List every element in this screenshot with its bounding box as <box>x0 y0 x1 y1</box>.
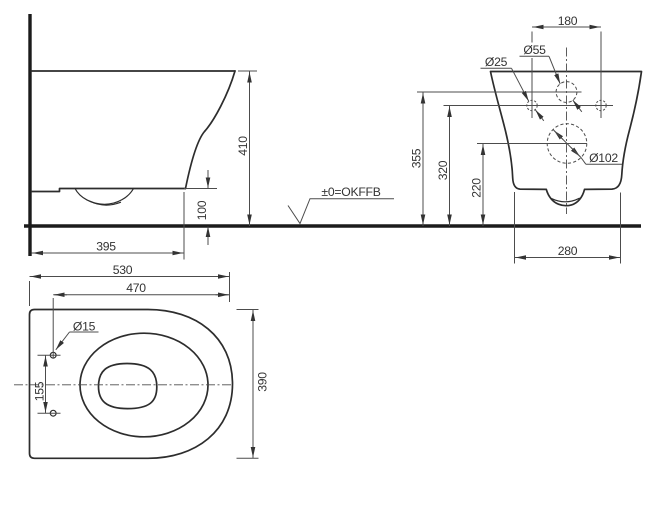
dim-label-length: 530 <box>113 263 133 277</box>
top-view-dimensions: 530 470 390 155 Ø15 <box>29 263 270 459</box>
side-view <box>30 70 236 206</box>
dim-line-102 <box>552 129 582 158</box>
dim-label-rim-height: 100 <box>195 200 209 220</box>
leader-arrow-25-b <box>535 109 545 122</box>
leader-arrow-55-a <box>548 56 561 85</box>
wall-floor-structure <box>24 14 641 256</box>
top-view-outline <box>28 308 234 460</box>
side-bottom-edge <box>30 187 187 193</box>
rear-view-outline <box>489 70 643 207</box>
leader-arrow-15 <box>55 331 70 351</box>
rear-view-dimensions: 180 355 320 220 280 Ø25 Ø <box>410 14 622 264</box>
label-drain-hole-dia: Ø102 <box>589 151 618 165</box>
dim-label-depth: 395 <box>96 240 116 254</box>
dim-label-holes-to-front: 470 <box>126 281 146 295</box>
side-view-dimensions: 410 100 395 <box>31 70 257 260</box>
dim-label-drain-height: 220 <box>470 178 484 198</box>
side-front-profile <box>184 70 236 190</box>
label-supply-hole-dia: Ø55 <box>523 43 546 57</box>
top-view <box>14 308 234 460</box>
leader-arrow-25-a <box>511 68 530 102</box>
datum-symbol <box>287 198 394 225</box>
leader-arrow-55-b <box>572 99 583 113</box>
dim-label-hole-spacing: 180 <box>558 14 578 28</box>
dim-label-height: 410 <box>236 136 250 156</box>
bowl-opening-outline <box>97 362 158 410</box>
side-outlet-arc <box>74 187 135 205</box>
dim-label-supply-height: 355 <box>410 148 424 168</box>
label-fixing-hole-dia: Ø25 <box>485 55 508 69</box>
side-outlet-lip <box>88 200 122 206</box>
label-seat-hole-dia: Ø15 <box>73 320 96 334</box>
dim-label-fixing-height: 320 <box>436 160 450 180</box>
dim-label-width: 390 <box>256 372 270 392</box>
rear-outlet-lip <box>550 197 580 203</box>
dim-label-outlet-width: 280 <box>558 244 578 258</box>
datum-label: ±0=OKFFB <box>321 185 380 199</box>
dim-label-seat-holes-spacing: 155 <box>33 381 47 401</box>
floor-datum: ±0=OKFFB <box>287 185 394 225</box>
leader-102 <box>580 157 587 165</box>
